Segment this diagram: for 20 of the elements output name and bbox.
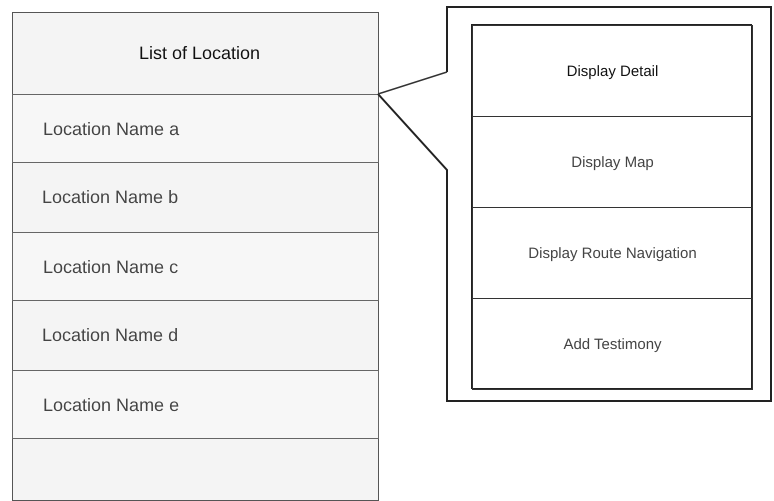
menu-item-label: Display Route Navigation <box>527 245 698 262</box>
location-name: Location Name d <box>42 324 180 346</box>
location-name: Location Name e <box>43 394 180 416</box>
menu-panel <box>471 24 752 389</box>
location-name: Location Name b <box>42 186 180 208</box>
menu-item <box>472 298 753 390</box>
menu-item-label: Display Map <box>570 154 655 171</box>
menu-item <box>472 207 753 299</box>
screen-panel <box>12 12 379 501</box>
list-row <box>12 232 379 301</box>
menu-item <box>472 25 753 117</box>
menu-item-label: Display Detail <box>566 63 660 80</box>
location-name: Location Name c <box>43 256 180 278</box>
screen-title: List of Location <box>138 43 262 64</box>
location-name: Location Name a <box>43 118 180 140</box>
menu-item <box>472 116 753 208</box>
callout-frame <box>447 6 772 402</box>
list-row <box>12 94 379 163</box>
list-row <box>12 370 379 439</box>
menu-item-label: Add Testimony <box>562 336 663 353</box>
